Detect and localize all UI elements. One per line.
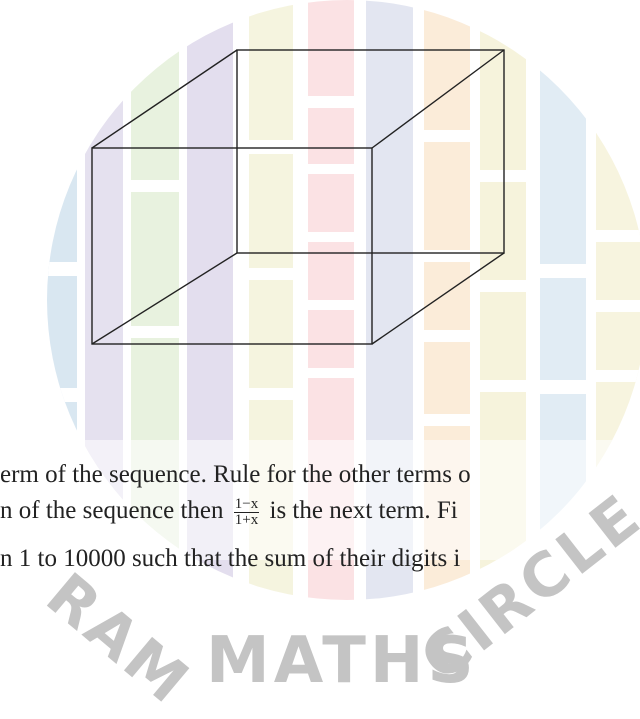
wireframe-box [91,49,505,345]
fraction: 1−x 1+x [233,495,260,528]
box-edge [91,252,238,345]
box-edge [371,49,505,149]
text-line-3: n 1 to 10000 such that the sum of their … [0,545,461,572]
watermark-main-word: MATHS [206,624,478,698]
fraction-numerator: 1−x [233,495,260,513]
text-line-1: erm of the sequence. Rule for the other … [0,461,471,488]
box-edge [371,252,505,345]
box-front-face [91,147,373,345]
box-back-face [236,49,505,254]
text-line-2-before: n of the sequence then [0,497,224,524]
fraction-denominator: 1+x [234,511,259,528]
box-edge [91,49,238,149]
text-line-2-after: is the next term. Fi [269,497,458,524]
text-line-2: n of the sequence then 1−x 1+x is the ne… [0,496,458,528]
